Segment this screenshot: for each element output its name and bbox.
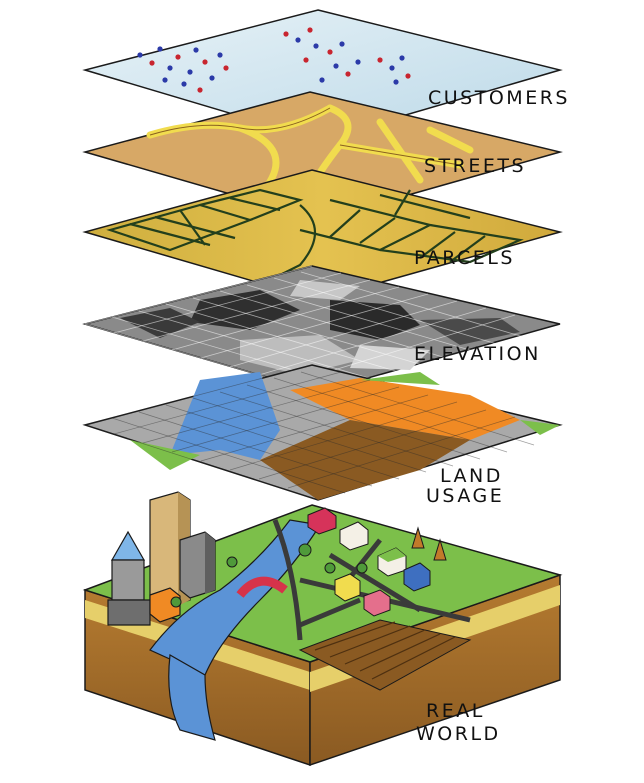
- elevation-layer: [82, 265, 561, 393]
- land-usage-grid: [84, 364, 535, 501]
- land-usage-layer: [82, 364, 563, 501]
- elevation-grid: [84, 265, 535, 393]
- real-world-label-line-2: WORLD: [416, 723, 501, 745]
- gray-building: [179, 531, 216, 599]
- customers-layer: [82, 9, 563, 141]
- house-white: [339, 521, 369, 551]
- customers-label: CUSTOMERS: [428, 87, 570, 109]
- house-pink-small: [363, 589, 391, 617]
- parcels-label: PARCELS: [414, 247, 515, 269]
- house-yellow: [334, 573, 361, 602]
- house-blue: [403, 562, 431, 592]
- real-world-block: [82, 491, 563, 767]
- house-pink: [307, 507, 337, 535]
- land-usage-label-line-2: USAGE: [426, 485, 504, 507]
- land-usage-label-line-1: LAND: [440, 465, 503, 487]
- bridge: [236, 576, 288, 598]
- parcel-boundaries: [106, 188, 524, 286]
- spire-building: [107, 530, 151, 626]
- streets-label: STREETS: [424, 155, 526, 177]
- orange-house: [149, 587, 181, 623]
- elevation-label: ELEVATION: [414, 343, 541, 365]
- customer-dots: [137, 27, 411, 93]
- parcels-layer: [82, 169, 563, 301]
- trees: [170, 526, 447, 608]
- real-world-label-line-1: REAL: [426, 700, 485, 722]
